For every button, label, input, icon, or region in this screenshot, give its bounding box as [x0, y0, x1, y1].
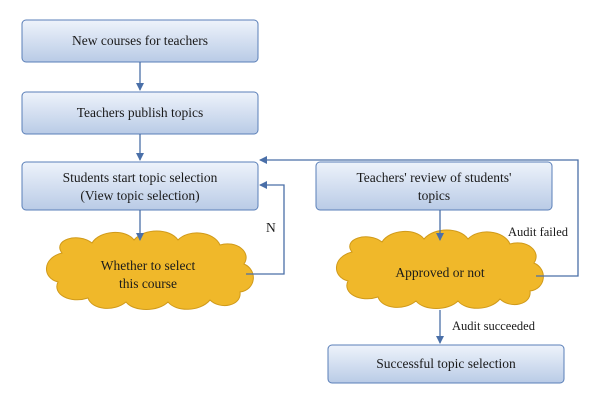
node-start-selection: Students start topic selection (View top…: [21, 161, 259, 211]
node-success-label: Successful topic selection: [376, 356, 516, 371]
node-new-courses-label: New courses for teachers: [72, 33, 208, 48]
node-start-selection-label-2: (View topic selection): [80, 188, 199, 203]
node-decision-approved: Approved or not: [336, 229, 544, 309]
node-success: Successful topic selection: [327, 344, 565, 384]
edge-audit-failed: [259, 156, 579, 277]
edge-audit-succeeded-label: Audit succeeded: [452, 319, 536, 333]
node-new-courses: New courses for teachers: [21, 19, 259, 63]
edge-no-label: N: [266, 220, 276, 235]
node-decision-approved-label: Approved or not: [395, 265, 484, 280]
node-publish-topics-label: Teachers publish topics: [77, 105, 204, 120]
node-start-selection-label-1: Students start topic selection: [63, 170, 218, 185]
node-publish-topics: Teachers publish topics: [21, 91, 259, 135]
edge-audit-failed-label: Audit failed: [508, 225, 569, 239]
edge-no-loop: [246, 181, 285, 275]
node-decision-select-label-2: this course: [119, 276, 177, 291]
node-decision-select-label-1: Whether to select: [101, 258, 196, 273]
node-teacher-review: Teachers' review of students' topics: [315, 161, 553, 211]
node-teacher-review-label-1: Teachers' review of students': [357, 170, 512, 185]
node-decision-select: Whether to select this course: [46, 230, 254, 310]
node-teacher-review-label-2: topics: [418, 188, 450, 203]
